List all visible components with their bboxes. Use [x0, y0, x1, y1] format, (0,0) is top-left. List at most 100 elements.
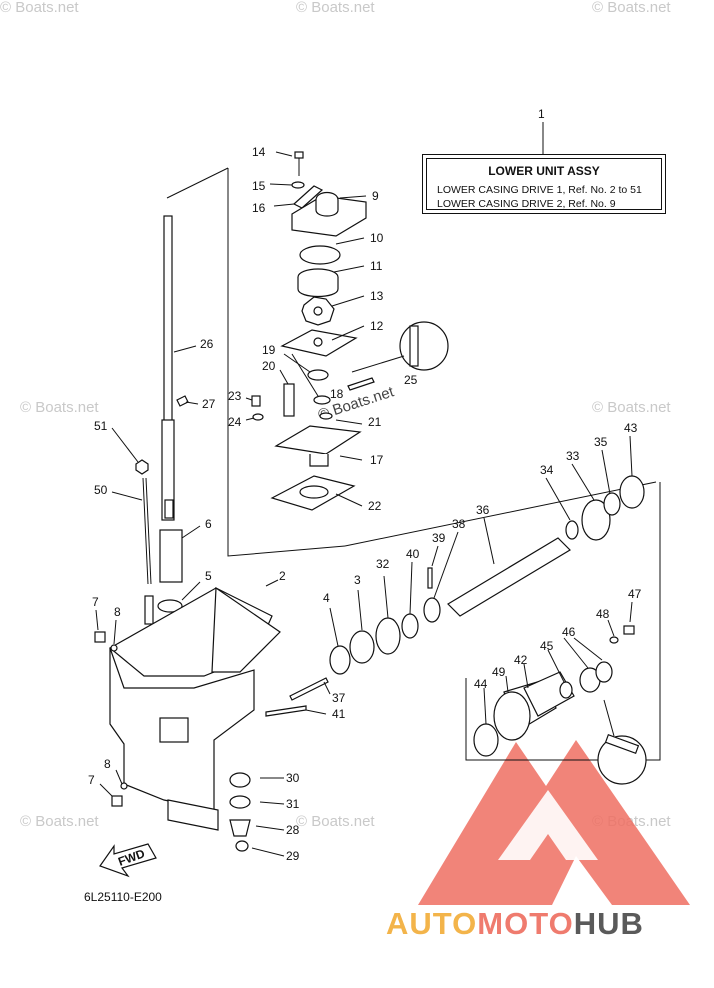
part-8-washer-lower — [120, 782, 128, 790]
callout-6: 6 — [205, 517, 212, 531]
autohub-brand-text: AUTOMOTOHUB — [386, 906, 644, 942]
lower-casing — [94, 586, 281, 831]
part-25-key — [347, 377, 375, 391]
callout-35: 35 — [594, 435, 608, 449]
watermarks: © Boats.net © Boats.net © Boats.net © Bo… — [0, 0, 671, 830]
callout-15: 15 — [252, 179, 266, 193]
callout-41: 41 — [332, 707, 346, 721]
part-41-rod — [265, 705, 307, 717]
part-19-seal-b — [313, 395, 331, 405]
part-11-insert-body — [297, 277, 339, 298]
autohub-logo-mark — [418, 740, 690, 905]
lower-unit-assy-legend: LOWER UNIT ASSY LOWER CASING DRIVE 1, Re… — [422, 154, 666, 214]
watermark: © Boats.net — [296, 0, 375, 16]
callout-9: 9 — [372, 189, 379, 203]
callout-51: 51 — [94, 419, 108, 433]
callout-22: 22 — [368, 499, 382, 513]
part-8-washer — [110, 644, 118, 652]
callout-37: 37 — [332, 691, 346, 705]
callout-26: 26 — [200, 337, 214, 351]
part-6-sleeve — [159, 529, 183, 583]
callout-49: 49 — [492, 665, 506, 679]
part-39-pin — [427, 567, 433, 589]
callout-38: 38 — [452, 517, 466, 531]
part-34-shim — [565, 520, 579, 540]
part-35-shim — [603, 492, 621, 516]
part-37-spring — [289, 677, 329, 701]
part-7-bolt — [94, 631, 106, 643]
callout-5: 5 — [205, 569, 212, 583]
drive-shaft — [135, 215, 189, 625]
part-31-shim — [229, 795, 251, 809]
part-47-bolt — [623, 625, 635, 635]
brand-part-3: HUB — [573, 906, 644, 941]
part-23-bolt — [251, 395, 261, 407]
part-29-nut — [235, 840, 249, 852]
callout-29: 29 — [286, 849, 300, 863]
water-pump-assy — [251, 151, 449, 511]
part-33-gear — [581, 499, 611, 541]
propeller-shaft-assy — [265, 475, 645, 717]
part-3-bearing — [349, 630, 375, 664]
callout-17: 17 — [370, 453, 384, 467]
legend-title: LOWER UNIT ASSY — [488, 164, 600, 178]
callout-40: 40 — [406, 547, 420, 561]
callout-44: 44 — [474, 677, 488, 691]
part-30-bearing — [229, 772, 251, 788]
part-42-housing — [523, 671, 575, 717]
part-51-nut — [135, 459, 149, 475]
callout-16: 16 — [252, 201, 266, 215]
callout-24: 24 — [228, 415, 242, 429]
part-19-seal — [307, 369, 329, 381]
callout-45: 45 — [540, 639, 554, 653]
callout-27: 27 — [202, 397, 216, 411]
callout-28: 28 — [286, 823, 300, 837]
callout-31: 31 — [286, 797, 300, 811]
part-50-shift-rod — [142, 477, 149, 585]
callout-10: 10 — [370, 231, 384, 245]
part-40-pin — [401, 613, 419, 639]
callout-33: 33 — [566, 449, 580, 463]
part-17-pump-case — [274, 425, 362, 455]
callout-7: 7 — [92, 595, 99, 609]
callout-7-lower: 7 — [88, 773, 95, 787]
watermark: © Boats.net — [20, 399, 99, 416]
part-24-washer — [252, 413, 264, 421]
callout-12: 12 — [370, 319, 384, 333]
callout-1: 1 — [538, 107, 545, 121]
part-44-o-ring — [473, 723, 499, 757]
callout-3: 3 — [354, 573, 361, 587]
part-32-gear — [375, 617, 401, 655]
part-10-o-ring — [299, 245, 341, 265]
frame-line — [166, 167, 229, 199]
callout-8: 8 — [114, 605, 121, 619]
callout-50: 50 — [94, 483, 108, 497]
brand-part-1: AUTO — [386, 906, 478, 941]
callout-11: 11 — [370, 259, 383, 273]
part-43-bearing — [619, 475, 645, 509]
diagram-code: 6L25110-E200 — [84, 890, 162, 904]
part-5-bearing — [157, 599, 183, 613]
pinion-parts — [229, 772, 251, 852]
callout-23: 23 — [228, 389, 242, 403]
frame-line — [344, 481, 657, 547]
watermark: © Boats.net — [592, 0, 671, 16]
legend-line-1: LOWER CASING DRIVE 1, Ref. No. 2 to 51 — [437, 184, 642, 196]
callout-14: 14 — [252, 145, 266, 159]
watermark: © Boats.net — [0, 0, 79, 16]
frame-line — [465, 482, 661, 761]
part-26-drive-shaft — [163, 215, 173, 437]
part-28-pinion — [229, 819, 251, 837]
callout-21: 21 — [368, 415, 382, 429]
part-36-propeller-shaft — [447, 537, 571, 617]
key-detail-circle — [399, 321, 449, 371]
callout-leaders — [95, 151, 633, 857]
callout-34: 34 — [540, 463, 554, 477]
brand-part-2: MOTO — [477, 906, 574, 941]
part-21-pin — [319, 412, 333, 420]
part-20-grommet — [283, 383, 295, 417]
callout-labels: 1 2 3 4 5 6 7 8 9 10 11 12 13 14 15 16 1… — [88, 107, 642, 863]
callout-48: 48 — [596, 607, 610, 621]
callout-4: 4 — [323, 591, 330, 605]
